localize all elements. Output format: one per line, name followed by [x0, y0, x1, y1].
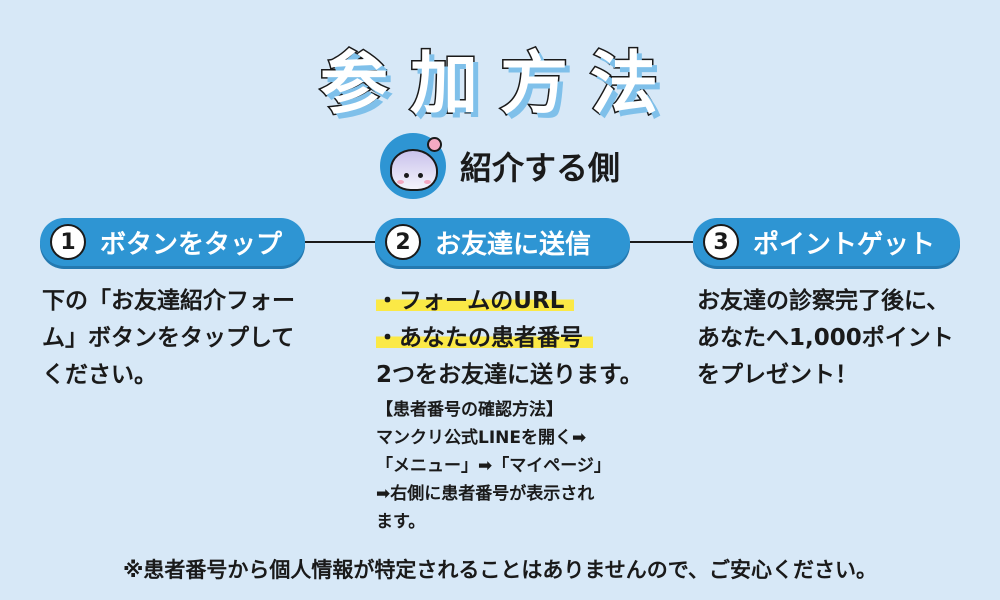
connector-line: [300, 241, 380, 243]
patient-number-guide: 【患者番号の確認方法】 マンクリ公式LINEを開く➡ 「メニュー」➡「マイページ…: [376, 396, 643, 536]
step-number: 1: [50, 224, 86, 260]
section-header: 紹介する側: [0, 133, 1000, 199]
guide-line: ➡右側に患者番号が表示され: [376, 484, 595, 504]
mascot-icon: [379, 133, 446, 199]
step-label: ポイントゲット: [753, 229, 936, 260]
step-3-header: 3 ポイントゲット: [693, 218, 960, 266]
body-line: ム」ボタンをタップして: [42, 325, 295, 351]
body-line: あなたへ1,000ポイント: [697, 325, 954, 351]
step-number: 2: [385, 224, 421, 260]
step-2-body: ・フォームのURL ・あなたの患者番号 2つをお友達に送ります。 【患者番号の確…: [376, 283, 643, 536]
guide-line: 「メニュー」➡「マイページ」: [376, 456, 611, 476]
step-3-body: お友達の診察完了後に、 あなたへ1,000ポイント をプレゼント！: [697, 283, 954, 394]
connector-line: [630, 241, 700, 243]
step-1-body: 下の「お友達紹介フォー ム」ボタンをタップして ください。: [42, 283, 295, 394]
step-label: ボタンをタップ: [100, 229, 283, 260]
step-1-header: 1 ボタンをタップ: [40, 218, 305, 266]
body-line: お友達の診察完了後に、: [697, 288, 950, 314]
body-line: 下の「お友達紹介フォー: [42, 288, 295, 314]
page-title: 参加方法: [318, 44, 680, 126]
section-label: 紹介する側: [459, 149, 620, 187]
highlighted-bullet: ・フォームのURL: [376, 288, 575, 314]
step-2-header: 2 お友達に送信: [375, 218, 630, 266]
body-line: 2つをお友達に送ります。: [376, 362, 643, 388]
footnote: ※患者番号から個人情報が特定されることはありませんので、ご安心ください。: [123, 558, 877, 582]
guide-line: ます。: [376, 512, 426, 532]
step-label: お友達に送信: [435, 229, 592, 260]
step-number: 3: [703, 224, 739, 260]
highlighted-bullet: ・あなたの患者番号: [376, 325, 593, 351]
guide-line: 【患者番号の確認方法】: [376, 400, 563, 420]
body-line: をプレゼント！: [697, 362, 858, 388]
guide-line: マンクリ公式LINEを開く➡: [376, 428, 587, 448]
body-line: ください。: [42, 362, 157, 388]
